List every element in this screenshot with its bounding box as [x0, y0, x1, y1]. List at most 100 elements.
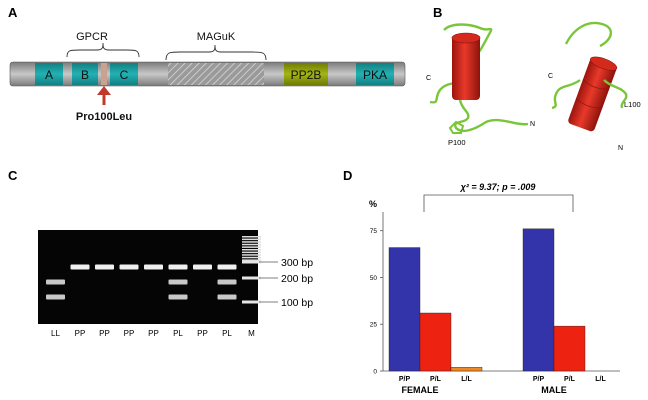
- chart-labels: P/P P/L L/L FEMALE P/P P/L L/L MALE: [399, 376, 607, 395]
- ladder-band: [242, 254, 261, 256]
- category-label: L/L: [461, 376, 472, 383]
- marker-200bp: 200 bp: [281, 273, 313, 285]
- domain-pka-label: PKA: [363, 68, 387, 82]
- coil-left-bottom: [454, 99, 529, 133]
- domain-c: [110, 63, 138, 85]
- lane-label: LL: [51, 329, 60, 338]
- ladder-band: [242, 256, 261, 259]
- chart-bars: [388, 228, 586, 372]
- gel-band: [168, 294, 188, 300]
- maguk-label: MAGuK: [197, 31, 236, 43]
- ladder-band: [242, 238, 261, 241]
- domain-pka: [356, 63, 394, 85]
- lane-label: PL: [222, 329, 232, 338]
- mutation-site-mark: [101, 63, 107, 85]
- proline-ring-icon: [448, 120, 465, 134]
- domain-a-label: A: [45, 68, 53, 82]
- marker-100bp: 100 bp: [281, 297, 313, 309]
- coil-right-cterm: [551, 79, 581, 110]
- right-n-label: N: [618, 145, 623, 152]
- gel-bands: [46, 236, 261, 304]
- ladder-band: [242, 246, 261, 248]
- marker-300bp: 300 bp: [281, 257, 313, 269]
- maguk-hatched-region: [168, 63, 264, 85]
- category-label: P/P: [399, 376, 411, 383]
- gel-band: [193, 264, 212, 270]
- gel-band: [46, 294, 65, 300]
- mutation-label: Pro100Leu: [76, 111, 132, 123]
- gpcr-bracket: [66, 42, 140, 58]
- lane-label: PP: [75, 329, 86, 338]
- y-tick-label: 0: [373, 369, 377, 376]
- gel-band: [217, 279, 237, 285]
- bar-female-pp: [388, 247, 421, 372]
- comparison-bracket: [423, 194, 574, 212]
- domain-b: [72, 63, 98, 85]
- y-tick-label: 25: [370, 322, 378, 329]
- gel-band: [168, 264, 188, 270]
- group-label: MALE: [541, 385, 567, 395]
- domain-b-label: B: [81, 68, 89, 82]
- category-label: P/L: [430, 376, 442, 383]
- coil-right-side: [603, 79, 628, 109]
- gel-band: [217, 264, 237, 270]
- coil-right-top: [564, 21, 612, 48]
- ladder-band: [242, 236, 261, 238]
- panel-a-protein-diagram: A B C PP2B PKA GPCR MAGuK Pro100Leu: [9, 31, 406, 123]
- ladder-band: [242, 276, 261, 280]
- gel-band: [46, 279, 65, 285]
- category-label: P/P: [533, 376, 545, 383]
- ladder-band: [242, 259, 261, 261]
- gel-band: [144, 264, 163, 270]
- left-c-label: C: [426, 75, 431, 82]
- ladder-band: [242, 300, 261, 304]
- ladder-band: [242, 241, 261, 243]
- structure-left: C N P100: [426, 23, 535, 147]
- category-label: P/L: [564, 376, 576, 383]
- panel-label-d: D: [343, 168, 352, 183]
- ladder-band: [242, 251, 261, 254]
- gel-band: [217, 294, 237, 300]
- chi-square-label: χ² = 9.37; p = .009: [460, 182, 536, 192]
- gel-band: [119, 264, 139, 270]
- y-axis-unit: %: [369, 199, 377, 209]
- domain-a: [35, 63, 63, 85]
- y-tick-label: 75: [370, 228, 378, 235]
- domain-c-label: C: [120, 68, 129, 82]
- panel-label-b: B: [433, 5, 442, 20]
- bar-female-pl: [419, 312, 452, 372]
- domain-pp2b-label: PP2B: [291, 68, 322, 82]
- lane-label: PP: [99, 329, 110, 338]
- ladder-band: [242, 260, 261, 264]
- helix-left-cap: [451, 32, 481, 44]
- helix-right-cap: [590, 56, 618, 71]
- bar-male-pp: [522, 228, 555, 372]
- panel-label-c: C: [8, 168, 18, 183]
- bar-female-ll: [450, 367, 483, 372]
- mutation-arrow-icon: [97, 86, 111, 105]
- right-c-label: C: [548, 73, 553, 80]
- right-residue-label: L100: [624, 100, 641, 109]
- gpcr-label: GPCR: [76, 31, 108, 43]
- ladder-band: [242, 243, 261, 246]
- lane-label: PP: [148, 329, 159, 338]
- gel-band: [70, 264, 90, 270]
- gel-band: [168, 279, 188, 285]
- gel-band: [95, 264, 114, 270]
- lane-label: PL: [173, 329, 183, 338]
- lane-label: PP: [124, 329, 135, 338]
- helix-right: [568, 58, 617, 132]
- category-label: L/L: [595, 376, 606, 383]
- left-residue-label: P100: [448, 138, 466, 147]
- lane-label: PP: [197, 329, 208, 338]
- domain-pp2b: [284, 63, 328, 85]
- bar-male-pl: [553, 325, 586, 372]
- structure-right: C N L100: [548, 21, 641, 152]
- gel-image: [38, 230, 258, 324]
- group-label: FEMALE: [402, 385, 439, 395]
- panel-label-a: A: [8, 5, 18, 20]
